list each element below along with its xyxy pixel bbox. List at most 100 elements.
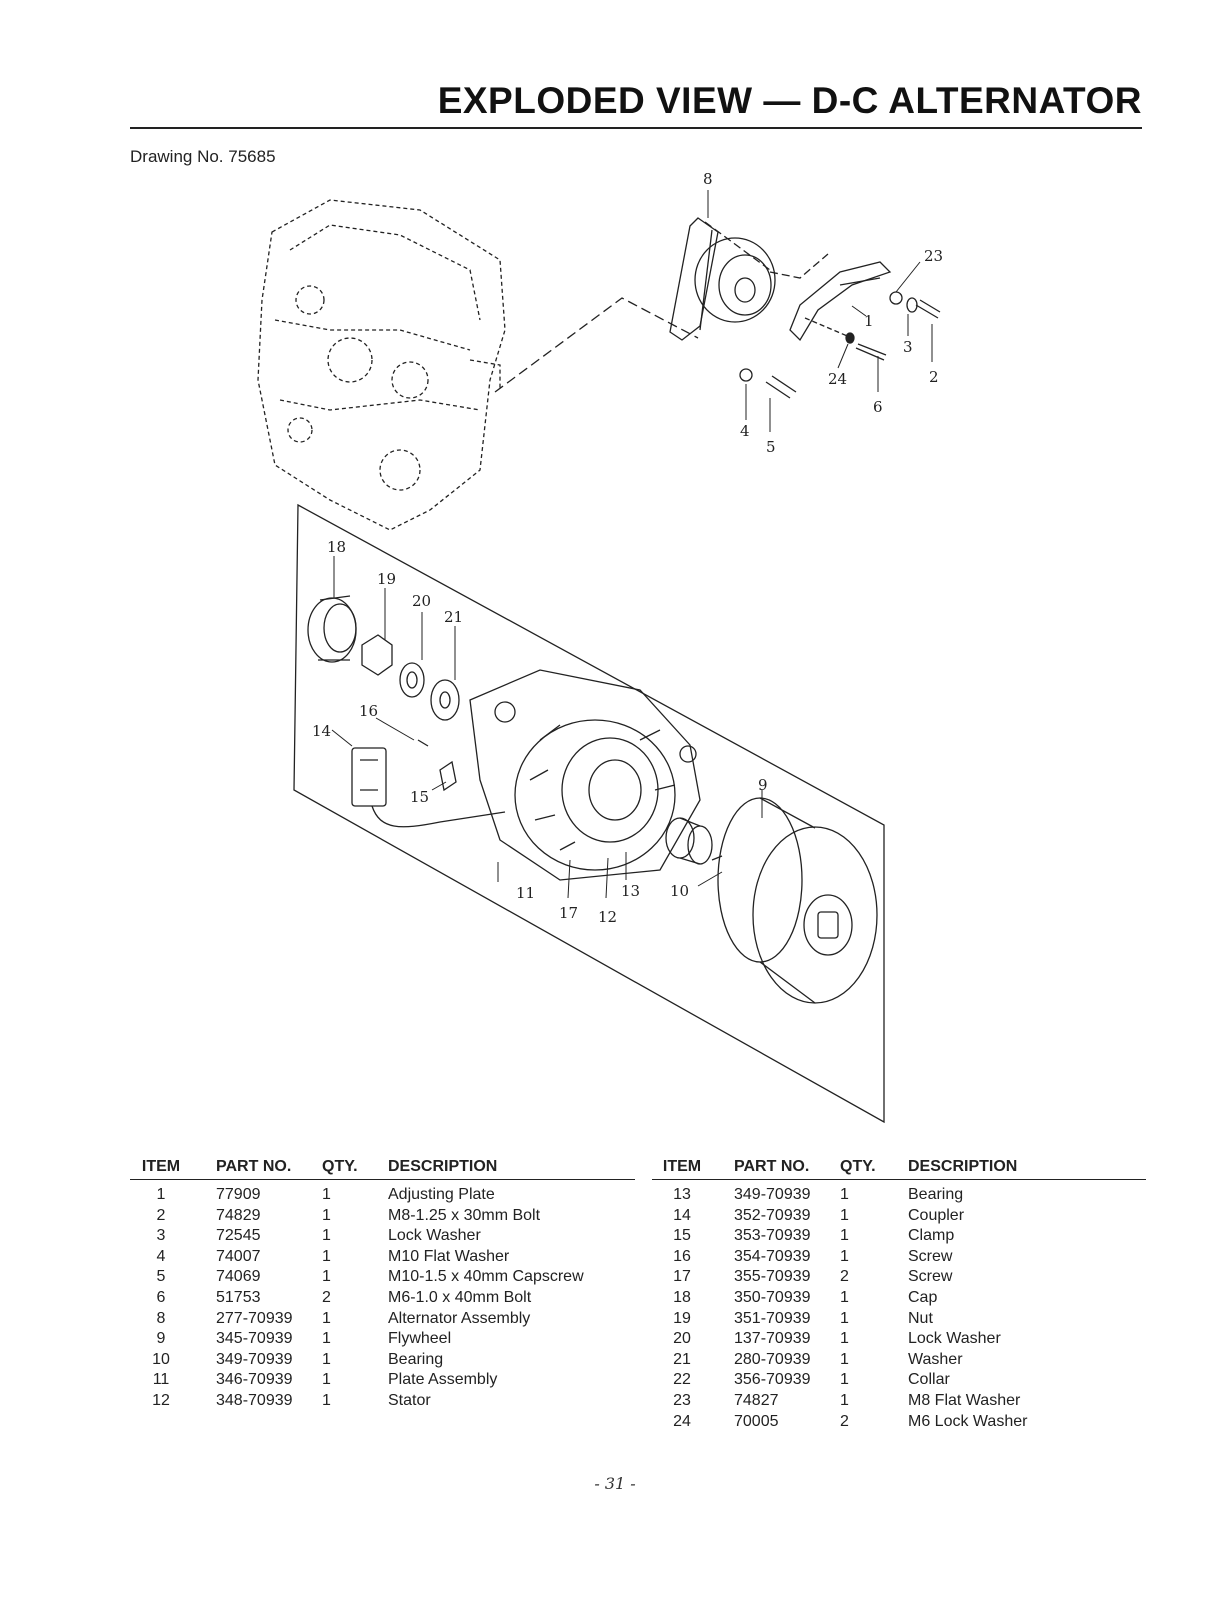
part-no-cell: 351-70939 (734, 1309, 811, 1327)
description-cell: M6 Lock Washer (908, 1412, 1028, 1430)
item-cell: 4 (156, 1247, 166, 1265)
callout-leaders (331, 190, 933, 899)
qty-cell: 1 (322, 1330, 331, 1348)
description-cell: Screw (908, 1247, 953, 1265)
header-qty: QTY. (322, 1158, 358, 1175)
callout-12: 12 (598, 908, 617, 926)
coupler-illustration (351, 747, 506, 828)
item-cell: 17 (673, 1268, 691, 1286)
engine-block-illustration (257, 199, 506, 531)
callout-24: 24 (828, 370, 847, 388)
drawing-number: Drawing No. 75685 (130, 147, 276, 166)
assembly-leader-line (494, 297, 699, 393)
callout-17: 17 (559, 904, 578, 922)
parts-table-header: ITEM PART NO. QTY. DESCRIPTION (652, 1158, 1146, 1180)
callout-23: 23 (924, 247, 943, 265)
item-cell: 19 (673, 1309, 691, 1327)
qty-cell: 1 (840, 1350, 849, 1368)
description-cell: M10 Flat Washer (388, 1247, 510, 1265)
callout-15: 15 (410, 788, 429, 806)
callout-16: 16 (359, 702, 378, 720)
description-cell: Plate Assembly (388, 1371, 498, 1389)
qty-cell: 1 (840, 1227, 849, 1245)
clamp-illustration (439, 760, 457, 792)
description-cell: Flywheel (388, 1330, 452, 1348)
description-cell: Cap (908, 1288, 938, 1306)
header-item: ITEM (662, 1158, 702, 1175)
qty-cell: 2 (322, 1288, 331, 1306)
qty-cell: 1 (322, 1309, 331, 1327)
description-cell: Alternator Assembly (388, 1309, 531, 1327)
description-cell: Lock Washer (388, 1227, 481, 1245)
part-no-cell: 353-70939 (734, 1227, 811, 1245)
part-no-cell: 72545 (216, 1227, 261, 1245)
callout-6: 6 (873, 398, 883, 416)
callout-20: 20 (412, 592, 431, 610)
qty-cell: 1 (322, 1371, 331, 1389)
item-cell: 5 (156, 1268, 166, 1286)
callout-1: 1 (864, 312, 874, 330)
description-cell: Clamp (908, 1227, 955, 1245)
qty-cell: 1 (840, 1330, 849, 1348)
part-no-cell: 277-70939 (216, 1309, 293, 1327)
item-cell: 11 (152, 1371, 170, 1389)
item-cell: 15 (673, 1227, 691, 1245)
callout-14: 14 (312, 722, 331, 740)
part-no-cell: 74827 (734, 1391, 779, 1409)
header-description: DESCRIPTION (908, 1158, 1018, 1175)
item-cell: 14 (673, 1206, 691, 1224)
header-description: DESCRIPTION (388, 1158, 498, 1175)
part-no-cell: 74829 (216, 1206, 261, 1224)
item-cell: 20 (673, 1330, 691, 1348)
table-row: 8 277-70939 1 Alternator Assembly (130, 1309, 635, 1330)
part-no-cell: 352-70939 (734, 1206, 811, 1224)
qty-cell: 1 (322, 1206, 331, 1224)
table-row: 17 355-70939 2 Screw (652, 1267, 1146, 1288)
item-cell: 24 (673, 1412, 691, 1430)
callout-10: 10 (670, 882, 689, 900)
callout-5: 5 (766, 438, 776, 456)
qty-cell: 1 (322, 1350, 331, 1368)
header-part-no: PART NO. (216, 1158, 292, 1175)
item-cell: 16 (673, 1247, 691, 1265)
callout-11: 11 (516, 884, 535, 902)
part-no-cell: 74069 (216, 1268, 261, 1286)
description-cell: Screw (908, 1268, 953, 1286)
qty-cell: 1 (840, 1206, 849, 1224)
cap-illustration (307, 595, 357, 663)
item-cell: 6 (156, 1288, 166, 1306)
part-no-cell: 348-70939 (216, 1391, 293, 1409)
part-no-cell: 355-70939 (734, 1268, 811, 1286)
description-cell: M10-1.5 x 40mm Capscrew (388, 1268, 584, 1286)
item-cell: 21 (673, 1350, 691, 1368)
header-part-no: PART NO. (734, 1158, 810, 1175)
callout-8: 8 (703, 170, 713, 188)
part-no-cell: 346-70939 (216, 1371, 293, 1389)
screw-illustration (417, 739, 429, 747)
part-no-cell: 354-70939 (734, 1247, 811, 1265)
bearing-illustration (665, 817, 713, 865)
callout-13: 13 (621, 882, 640, 900)
exploded-view-diagram: 8 23 1 3 2 24 6 4 5 18 19 20 21 16 14 15… (257, 170, 943, 1124)
item-cell: 12 (152, 1391, 170, 1409)
item-cell: 8 (156, 1309, 166, 1327)
description-cell: Coupler (908, 1206, 965, 1224)
item-cell: 9 (156, 1330, 166, 1348)
flywheel-illustration (711, 797, 878, 1004)
part-no-cell: 356-70939 (734, 1371, 811, 1389)
nut-illustration (361, 634, 393, 676)
qty-cell: 1 (840, 1309, 849, 1327)
qty-cell: 1 (322, 1186, 331, 1203)
description-cell: Bearing (388, 1350, 444, 1368)
qty-cell: 2 (840, 1268, 849, 1286)
